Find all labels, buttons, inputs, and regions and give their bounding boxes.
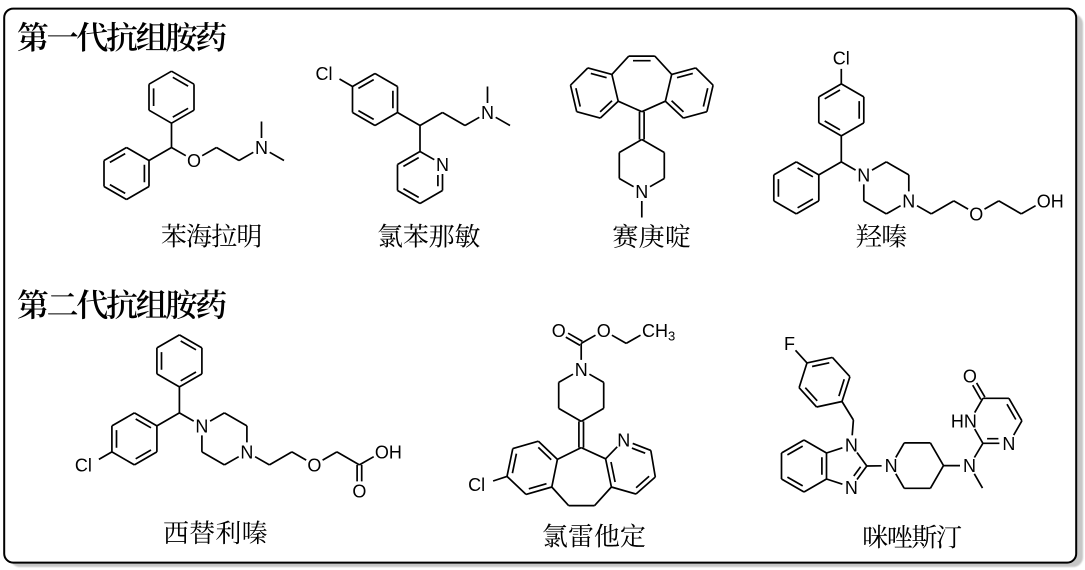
- atom-label: OH: [1037, 192, 1064, 212]
- atom-label: CH3: [642, 321, 675, 344]
- atom-label: N: [845, 435, 858, 455]
- structure-cetirizine: N N O O OH Cl: [75, 334, 402, 501]
- bonds-cyproheptadine: [569, 55, 714, 218]
- atom-label: O: [969, 205, 983, 225]
- structure-mizolastine: F N N N N HN N O: [780, 334, 1023, 498]
- atom-label: N: [195, 416, 208, 436]
- section-title-second-generation: 第二代抗组胺药: [16, 286, 244, 322]
- atom-label: Cl: [833, 49, 850, 69]
- bonds-loratadine: [492, 332, 657, 507]
- molecule-name-diphenhydramine: 苯海拉明: [160, 221, 279, 251]
- structure-diphenhydramine: ON: [103, 70, 285, 201]
- atom-label: O: [552, 321, 566, 341]
- atom-label: N: [255, 138, 268, 158]
- atom-label: N: [635, 182, 648, 202]
- bonds-cetirizine: [98, 334, 375, 482]
- atom-label: N: [1002, 434, 1015, 454]
- atom-label: N: [481, 103, 494, 123]
- molecule-name-cetirizine: 西替利嗪: [162, 517, 285, 547]
- atom-label: F: [784, 334, 795, 354]
- atom-label: HN: [951, 411, 977, 431]
- structure-chlorpheniramine: ClN N: [316, 64, 511, 205]
- molecule-name-chlorpheniramine: 氯苯那敏: [376, 221, 498, 251]
- atom-label: Cl: [316, 64, 333, 84]
- atom-label: O: [963, 366, 977, 386]
- atom-label: N: [857, 166, 870, 186]
- molecule-name-loratadine: 氯雷他定: [541, 521, 663, 551]
- bonds-diphenhydramine: [103, 70, 285, 201]
- structure-cyproheptadine: N: [569, 55, 714, 218]
- atom-label: Cl: [468, 475, 485, 495]
- molecule-name-hydroxyzine: 羟嗪: [855, 221, 925, 251]
- bonds-chlorpheniramine: [339, 72, 511, 205]
- atom-label: N: [845, 478, 858, 498]
- atom-label: N: [963, 456, 976, 476]
- atom-label: O: [307, 455, 321, 475]
- atom-label: N: [885, 456, 898, 476]
- atom-label: N: [436, 155, 449, 175]
- molecule-name-mizolastine: 咪唑斯汀: [862, 522, 979, 552]
- atom-label: O: [352, 481, 366, 501]
- atom-label: O: [597, 321, 611, 341]
- atom-label: Cl: [75, 455, 92, 475]
- bonds-hydroxyzine: [772, 68, 1037, 215]
- section-title-first-generation: 第一代抗组胺药: [16, 19, 244, 55]
- atom-label: O: [187, 151, 201, 171]
- bonds-mizolastine: [780, 349, 1023, 493]
- frame-border: [3, 7, 1078, 564]
- atom-label: N: [617, 431, 630, 451]
- atom-label: N: [575, 360, 588, 380]
- atom-label: OH: [375, 442, 402, 462]
- structure-hydroxyzine: ClN N O OH: [772, 49, 1064, 225]
- atom-label: N: [240, 442, 253, 462]
- atom-label: N: [902, 192, 915, 212]
- molecule-name-cyproheptadine: 赛庚啶: [611, 221, 708, 251]
